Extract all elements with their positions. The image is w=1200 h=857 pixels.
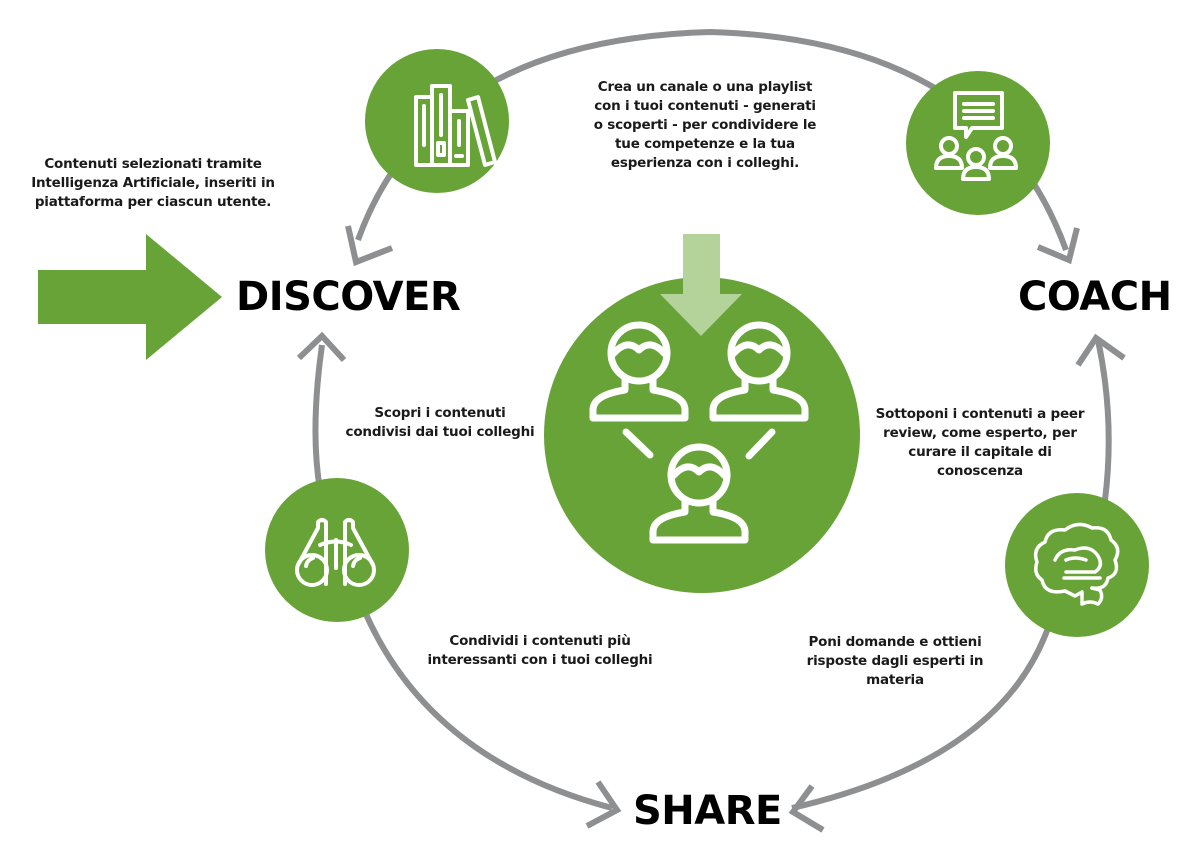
arrowhead-coach-bottom [1075, 333, 1126, 367]
caption-line: Intelligenza Artificiale, inseriti in [31, 175, 275, 191]
arc-share-to-coach [791, 626, 1051, 811]
caption-line: condivisi dai tuoi colleghi [345, 424, 535, 440]
arrow-right-icon [38, 234, 222, 360]
caption-left-lower: Condividi i contenuti più interessanti c… [410, 632, 670, 670]
discussion-circle [906, 71, 1050, 215]
arc-discover-to-share [362, 610, 613, 811]
caption-line: curare il capitale di [908, 444, 1052, 460]
caption-intro: Contenuti selezionati tramite Intelligen… [18, 155, 288, 212]
caption-line: conoscenza [937, 463, 1023, 479]
caption-line: Crea un canale o una playlist [597, 79, 813, 95]
arrowhead-discover-top [345, 225, 394, 267]
caption-line: tue competenze e la tua [615, 136, 795, 152]
books-circle [365, 49, 509, 193]
caption-right-upper: Sottoponi i contenuti a peer review, com… [860, 405, 1100, 481]
arrowhead-discover-bottom [296, 331, 347, 363]
caption-line: Condividi i contenuti più [449, 633, 631, 649]
binoculars-icon [295, 518, 376, 587]
people-network-icon [589, 321, 809, 544]
arrow-down-icon [660, 234, 742, 336]
arrowhead-share-left [585, 780, 622, 829]
arc-share-to-discover [312, 344, 325, 491]
caption-line: Sottoponi i contenuti a peer [875, 406, 1085, 422]
stage-coach: COACH [1018, 274, 1172, 320]
discussion-group-icon [934, 91, 1018, 181]
caption-line: Scopri i contenuti [374, 405, 506, 421]
caption-line: Poni domande e ottieni [808, 634, 982, 650]
brain-icon [1033, 522, 1120, 606]
center-circle [544, 277, 860, 593]
brain-circle [1005, 493, 1149, 637]
caption-line: risposte dagli esperti in [806, 653, 984, 669]
caption-line: materia [866, 672, 924, 688]
stage-discover: DISCOVER [236, 274, 461, 320]
caption-left-upper: Scopri i contenuti condivisi dai tuoi co… [325, 404, 555, 442]
caption-line: con i tuoi contenuti - generati [594, 98, 816, 114]
caption-line: piattaforma per ciascun utente. [34, 194, 272, 210]
caption-line: interessanti con i tuoi colleghi [427, 652, 653, 668]
stage-share: SHARE [633, 788, 782, 834]
arc-coach-up [1095, 339, 1112, 501]
caption-line: Contenuti selezionati tramite [44, 156, 262, 172]
caption-line: review, come esperto, per [883, 425, 1077, 441]
caption-line: o scoperti - per condividere le [593, 117, 817, 133]
arrowhead-coach-top [1036, 227, 1080, 265]
books-icon [414, 84, 497, 167]
arrowhead-share-right [788, 784, 825, 833]
caption-top: Crea un canale o una playlist con i tuoi… [580, 78, 830, 173]
caption-line: esperienza con i colleghi. [610, 155, 800, 171]
caption-right-lower: Poni domande e ottieni risposte dagli es… [790, 633, 1000, 690]
